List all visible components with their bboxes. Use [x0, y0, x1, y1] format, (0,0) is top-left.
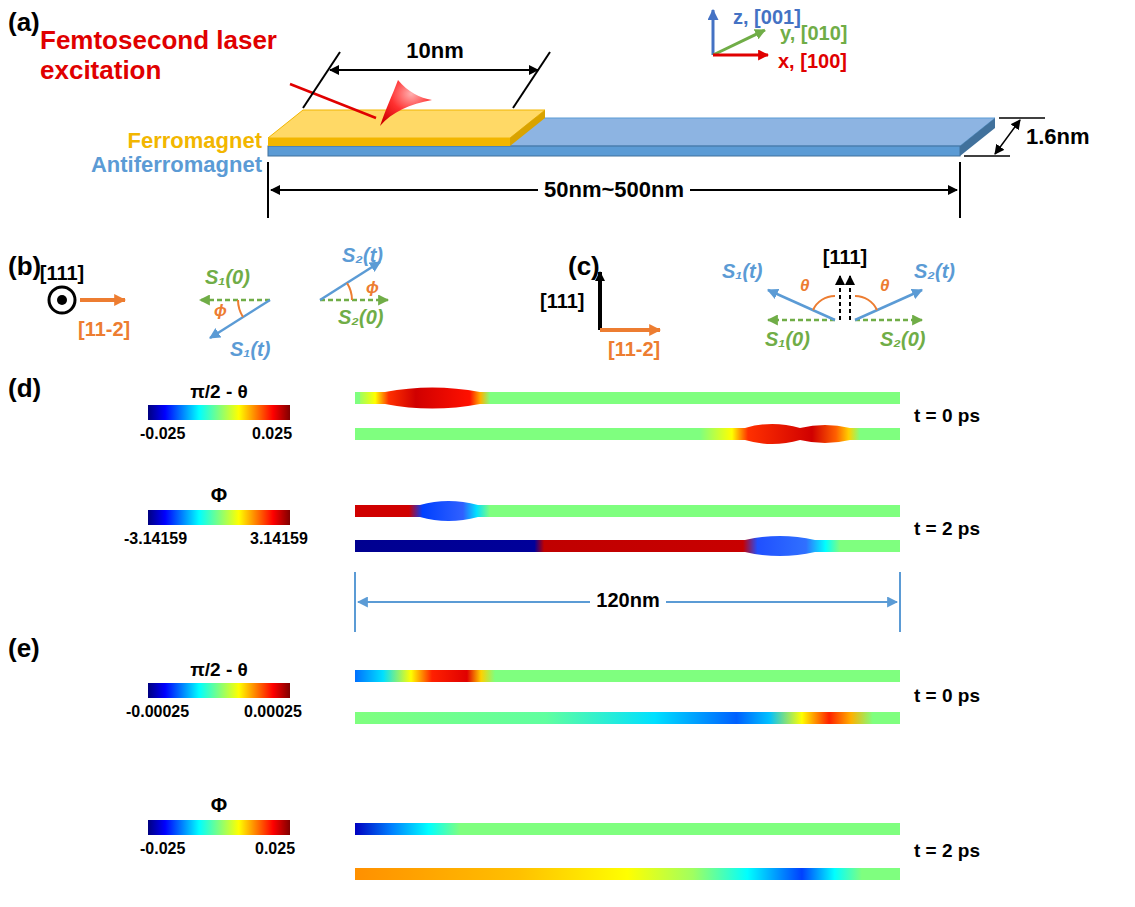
tick-value: -0.025: [140, 840, 185, 858]
time-label: t = 0 ps: [914, 405, 980, 427]
axis-label: y, [010]: [780, 22, 847, 45]
panel-e-maps: [148, 670, 900, 880]
direction-label: [111]: [40, 262, 84, 285]
layer-label: Ferromagnet: [128, 128, 262, 153]
panel-label: (d): [8, 374, 41, 404]
slab: [268, 110, 995, 156]
time-label: t = 0 ps: [914, 685, 980, 707]
colorbar-label: π/2 - θ: [190, 381, 248, 403]
angle-label: ϕ: [366, 278, 379, 298]
panel-label: (c): [568, 252, 600, 282]
tick-value: -0.025: [140, 425, 185, 443]
direction-label: [11-2]: [608, 338, 660, 361]
tick-value: 0.00025: [244, 703, 302, 721]
tick-value: 0.025: [252, 425, 292, 443]
spin-label: S₁(0): [765, 328, 810, 351]
laser-pulse: [380, 80, 432, 126]
dimension-length: [268, 162, 960, 218]
axis-label: x, [100]: [778, 50, 847, 73]
spin-label: S₂(t): [342, 244, 383, 267]
layer-label: Antiferromagnet: [91, 152, 262, 177]
angle-label: θ: [800, 276, 809, 296]
spin-label: S₂(t): [914, 260, 955, 283]
tick-value: -3.14159: [124, 530, 187, 548]
angle-label: θ: [880, 276, 889, 296]
annotation: Femtosecond laser excitation: [40, 26, 290, 86]
time-label: t = 2 ps: [914, 840, 980, 862]
direction-label: [111]: [540, 290, 584, 313]
tick-value: -0.00025: [126, 703, 189, 721]
dimension: 120nm: [590, 589, 665, 612]
time-label: t = 2 ps: [914, 518, 980, 540]
dimension: 50nm~500nm: [538, 177, 690, 202]
panel-label: (b): [8, 252, 41, 282]
colorbar-label: Φ: [211, 484, 227, 507]
panel-d-maps: [148, 388, 900, 557]
direction-label: [11-2]: [78, 318, 130, 341]
dimension: 1.6nm: [1026, 124, 1090, 149]
colorbar-label: Φ: [211, 794, 227, 817]
tick-value: 0.025: [255, 840, 295, 858]
spin-label: S₁(t): [722, 260, 762, 283]
dimension: 10nm: [406, 38, 463, 63]
laser-pointer: [290, 84, 376, 118]
angle-label: ϕ: [214, 301, 227, 321]
direction-label: [111]: [823, 246, 867, 269]
dimension-120nm: [355, 572, 900, 632]
spin-label: S₂(0): [880, 328, 925, 351]
colorbar-label: π/2 - θ: [190, 659, 248, 681]
tick-value: 3.14159: [250, 530, 308, 548]
panel-label: (e): [8, 634, 40, 664]
spin-label: S₂(0): [338, 306, 383, 329]
spin-label: S₁(t): [230, 338, 270, 361]
panel-label: (a): [8, 8, 40, 38]
spin-label: S₁(0): [205, 266, 250, 289]
